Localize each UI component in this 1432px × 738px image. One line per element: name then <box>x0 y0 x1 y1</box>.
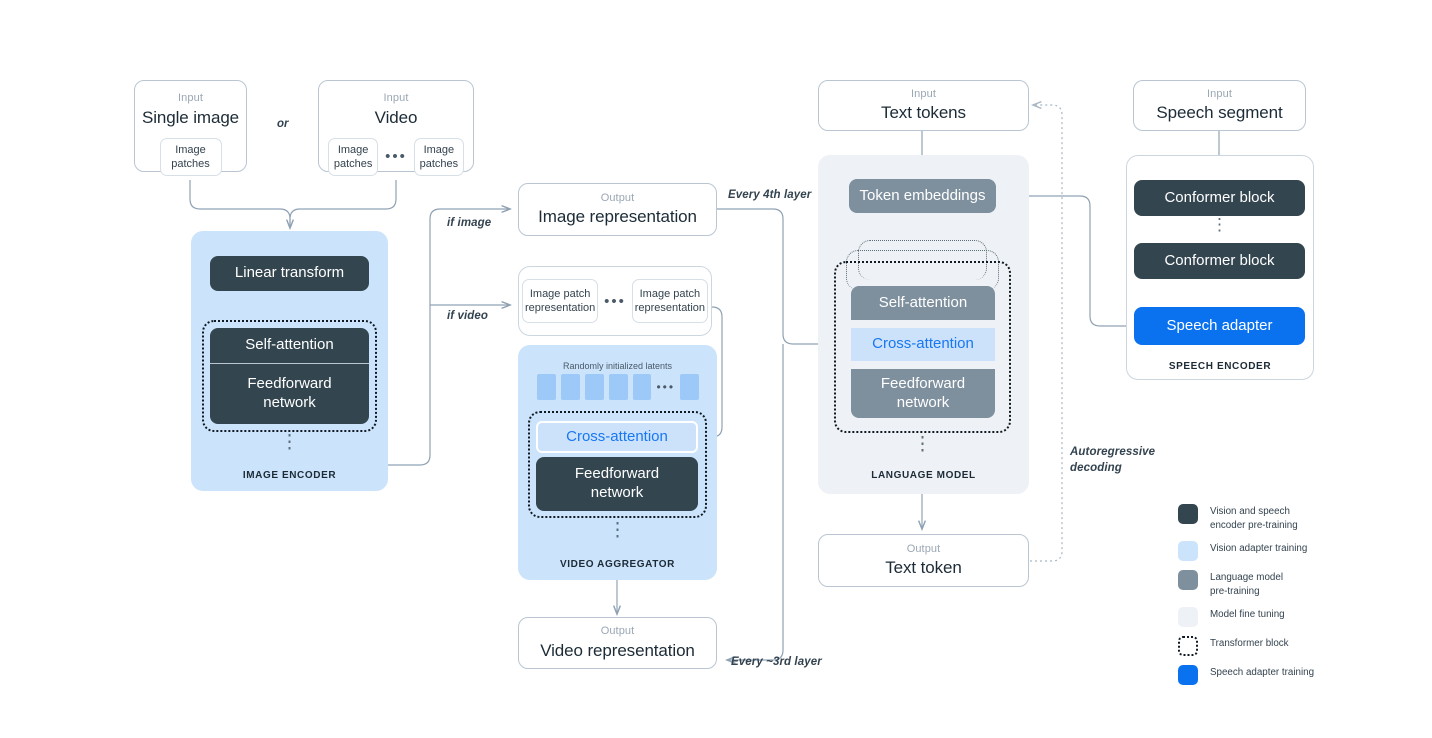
speech-encoder-vertical-dots: ⋮ <box>1134 215 1305 234</box>
video-aggregator-label: VIDEO AGGREGATOR <box>560 559 675 570</box>
image-rep-kicker: Output <box>600 191 635 204</box>
legend-item: Vision adapter training <box>1178 541 1408 562</box>
image-encoder-feedforward-block[interactable]: Feedforward network <box>210 364 369 424</box>
conformer-block-2[interactable]: Conformer block <box>1134 243 1305 279</box>
image-encoder-label: IMAGE ENCODER <box>242 470 337 481</box>
video-rep-title: Video representation <box>540 640 695 660</box>
input-video-card[interactable]: Input Video Image patches ••• Image patc… <box>318 80 474 176</box>
linear-transform-block[interactable]: Linear transform <box>210 256 369 291</box>
dark-swatch-icon <box>1178 504 1198 524</box>
image-encoder-vdots-glyph: ⋮ <box>280 432 299 453</box>
image-patch-representation-right[interactable]: Image patch representation <box>631 279 708 323</box>
image-encoder-self-attention-block[interactable]: Self-attention <box>210 328 369 363</box>
lm-feedforward-block[interactable]: Feedforward network <box>851 369 995 418</box>
legend-label: Transformer block <box>1210 638 1289 650</box>
latents-row: ••• <box>537 374 699 400</box>
every-4th-layer-label: Every 4th layer <box>728 189 812 201</box>
every-3rd-layer-label: Every ~3rd layer <box>731 656 822 668</box>
speech-segment-title: Speech segment <box>1156 103 1283 123</box>
lm-transformer-ghost-layer-3 <box>858 240 987 280</box>
legend-item: Model fine tuning <box>1178 607 1408 628</box>
if-video-label: if video <box>447 310 489 322</box>
video-representation-card[interactable]: Output Video representation <box>518 617 717 669</box>
latent-square-last <box>680 374 699 400</box>
text-tokens-input-card[interactable]: Input Text tokens <box>818 80 1029 131</box>
text-token-kicker: Output <box>906 542 941 555</box>
gray-swatch-icon <box>1178 570 1198 591</box>
light-blue-swatch-icon <box>1178 541 1198 562</box>
latent-square <box>560 374 580 400</box>
speech-segment-kicker: Input <box>1207 87 1232 100</box>
video-patch-ellipsis: ••• <box>385 148 407 166</box>
image-rep-title: Image representation <box>538 207 697 227</box>
video-image-patches-chip-right[interactable]: Image patches <box>413 137 464 176</box>
or-label: or <box>277 118 289 130</box>
text-tokens-title: Text tokens <box>881 103 966 123</box>
lm-vertical-dots: ⋮ <box>834 434 1011 455</box>
video-image-patches-chip-left[interactable]: Image patches <box>328 137 379 176</box>
speech-encoder-label: SPEECH ENCODER <box>1168 361 1272 372</box>
video-aggregator-vertical-dots: ⋮ <box>518 520 717 541</box>
video-aggregator-cross-attention-block[interactable]: Cross-attention <box>536 421 698 453</box>
legend-item: Language model pre-training <box>1178 570 1408 598</box>
if-image-label: if image <box>447 217 492 229</box>
speech-adapter-block[interactable]: Speech adapter <box>1134 307 1305 345</box>
image-representation-card[interactable]: Output Image representation <box>518 183 717 236</box>
single-image-kicker: Input <box>178 92 203 104</box>
legend-label: Model fine tuning <box>1210 609 1285 621</box>
pale-swatch-icon <box>1178 607 1198 628</box>
conformer-block-1[interactable]: Conformer block <box>1134 180 1305 216</box>
video-aggregator-vdots-glyph: ⋮ <box>608 520 627 541</box>
randomly-initialized-latents-label: Randomly initialized latents <box>562 361 673 371</box>
video-rep-kicker: Output <box>600 625 635 638</box>
token-embeddings-block[interactable]: Token embeddings <box>849 179 996 213</box>
legend-label: Speech adapter training <box>1210 667 1315 679</box>
latents-ellipsis: ••• <box>656 380 676 394</box>
input-single-image-card[interactable]: Input Single image Image patches <box>134 80 247 176</box>
lm-transformer-outline <box>834 261 1011 433</box>
latent-square <box>608 374 628 400</box>
legend: Vision and speech encoder pre-training V… <box>1178 504 1408 694</box>
video-kicker: Input <box>383 92 409 104</box>
image-encoder-vertical-dots: ⋮ <box>210 432 369 453</box>
image-encoder-block-divider <box>210 363 369 364</box>
autoregressive-decoding-label: Autoregressive decoding <box>1070 446 1156 474</box>
image-patch-representation-left[interactable]: Image patch representation <box>522 279 599 323</box>
patch-rep-ellipsis: ••• <box>604 292 626 310</box>
latent-square <box>537 374 556 400</box>
latent-square <box>632 374 652 400</box>
video-title: Video <box>374 107 418 127</box>
latent-square <box>584 374 604 400</box>
speech-segment-input-card[interactable]: Input Speech segment <box>1133 80 1306 131</box>
legend-item: Speech adapter training <box>1178 665 1408 686</box>
lm-cross-attention-block[interactable]: Cross-attention <box>851 328 995 361</box>
legend-item: Vision and speech encoder pre-training <box>1178 504 1408 532</box>
lm-vdots-glyph: ⋮ <box>913 434 932 455</box>
text-token-output-card[interactable]: Output Text token <box>818 534 1029 587</box>
lm-self-attention-block[interactable]: Self-attention <box>851 286 995 320</box>
legend-label: Vision adapter training <box>1210 543 1308 555</box>
video-aggregator-feedforward-block[interactable]: Feedforward network <box>536 457 698 511</box>
language-model-label: LANGUAGE MODEL <box>871 470 976 481</box>
single-image-title: Single image <box>141 107 240 127</box>
legend-label: Vision and speech encoder pre-training <box>1210 506 1298 531</box>
blue-swatch-icon <box>1178 665 1198 686</box>
speech-encoder-vdots-glyph: ⋮ <box>1211 215 1228 234</box>
video-aggregator-transformer-outline <box>528 411 707 518</box>
image-encoder-transformer-outline <box>202 320 377 432</box>
text-token-title: Text token <box>885 558 962 578</box>
text-tokens-kicker: Input <box>911 87 936 100</box>
image-patches-chip[interactable]: Image patches <box>159 137 222 176</box>
lm-transformer-ghost-layer-2 <box>846 250 999 290</box>
legend-label: Language model pre-training <box>1210 572 1283 597</box>
dotted-swatch-icon <box>1178 636 1198 657</box>
legend-item: Transformer block <box>1178 636 1408 657</box>
